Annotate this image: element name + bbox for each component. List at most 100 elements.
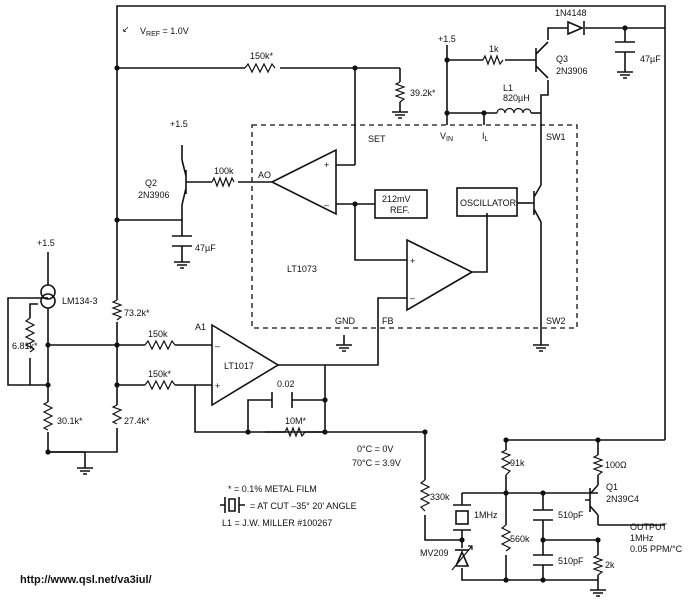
- label-minus-ao: –: [324, 200, 329, 210]
- note-miller: L1 = J.W. MILLER #100267: [222, 518, 332, 528]
- label-47uf-left: 47µF: [195, 243, 216, 253]
- note-metal-film: * = 0.1% METAL FILM: [228, 484, 317, 494]
- resistor-681k: [24, 317, 36, 353]
- transistor-q1: [585, 484, 599, 516]
- label-150k-top: 150k*: [250, 51, 274, 61]
- label-t0: 0°C = 0V: [357, 444, 393, 454]
- label-510pf-b: 510pF: [558, 556, 584, 566]
- label-l1-val: 820µH: [503, 93, 530, 103]
- cap-510pf-b: [533, 554, 553, 566]
- resistor-1k: [482, 54, 504, 66]
- lt1073-box: [251, 124, 578, 329]
- label-a1: A1: [195, 322, 206, 332]
- vref-arrow: ↙: [122, 24, 130, 34]
- label-q3-part: 2N3906: [556, 66, 588, 76]
- label-150k-b: 150k*: [148, 369, 172, 379]
- label-oscillator: OSCILLATOR: [460, 198, 517, 208]
- label-lt1017: LT1017: [224, 361, 254, 371]
- label-plus15-q2: +1.5: [170, 119, 188, 129]
- label-10m: 10M*: [285, 416, 307, 426]
- label-gnd: GND: [335, 316, 356, 326]
- resistor-560k: [500, 524, 512, 552]
- crystal-legend-symbol: [220, 497, 245, 513]
- label-l1: L1: [503, 83, 513, 93]
- label-minus-a1: –: [215, 341, 220, 351]
- junction-dots: [45, 25, 628, 583]
- label-q1: Q1: [606, 482, 618, 492]
- cap-510pf-a: [533, 509, 553, 521]
- label-301k: 30.1k*: [57, 416, 83, 426]
- label-out-freq: 1MHz: [630, 533, 654, 543]
- note-at-cut: = AT CUT –35° 20' ANGLE: [250, 501, 357, 511]
- crystal-1mhz: [453, 504, 471, 531]
- resistor-330k: [419, 479, 431, 512]
- label-732k: 73.2k*: [124, 308, 150, 318]
- label-510pf-a: 510pF: [558, 510, 584, 520]
- label-q2: Q2: [145, 178, 157, 188]
- label-1mhz-xtal: 1MHz: [474, 510, 498, 520]
- label-lt1073: LT1073: [287, 264, 317, 274]
- ref-box: [374, 189, 428, 219]
- diode-1n4148: [567, 20, 585, 36]
- resistor-39k: [394, 81, 406, 103]
- label-91k: 91k: [510, 458, 525, 468]
- cap-47uf-left: [172, 235, 192, 247]
- label-fb: FB: [382, 316, 394, 326]
- label-t70: 70°C = 3.9V: [352, 458, 401, 468]
- label-002: 0.02: [277, 379, 295, 389]
- label-il: IL: [482, 131, 489, 143]
- transistor-q3: [530, 41, 549, 79]
- label-681k: 6.81k*: [12, 341, 38, 351]
- label-out-ppm: 0.05 PPM/°C: [630, 544, 683, 554]
- cap-002: [271, 392, 293, 408]
- vref-label: VREF = 1.0V: [140, 26, 189, 38]
- label-plus-cmp: +: [410, 256, 415, 266]
- labels: VREF = 1.0V ↙ 150k* 39.2k* +1.5 1k Q3 2N…: [12, 8, 683, 586]
- label-set: SET: [368, 134, 386, 144]
- resistor-100k: [211, 176, 235, 188]
- label-q2-part: 2N3906: [138, 190, 170, 200]
- varactor-mv209: [451, 545, 473, 571]
- label-ref2: REF.: [390, 205, 410, 215]
- label-plus-a1: +: [215, 381, 220, 391]
- resistor-301k: [42, 401, 54, 431]
- resistor-150k-a: [144, 339, 176, 351]
- label-mv209: MV209: [420, 548, 449, 558]
- label-47uf-top: 47µF: [640, 54, 661, 64]
- label-q3: Q3: [556, 54, 568, 64]
- opamp-ao: [270, 148, 337, 216]
- label-plus-ao: +: [324, 160, 329, 170]
- inductor-l1: [496, 107, 532, 114]
- label-2k: 2k: [605, 560, 615, 570]
- oscillator-box: [456, 187, 518, 217]
- resistor-274k: [111, 404, 123, 425]
- label-150k-a: 150k: [148, 329, 168, 339]
- cap-47uf-top: [615, 41, 635, 53]
- label-sw1: SW1: [546, 132, 566, 142]
- transistor-q2: [181, 159, 192, 206]
- resistor-150k-b: [144, 379, 176, 391]
- opamp-comparator: [406, 238, 474, 312]
- resistor-732k: [111, 299, 123, 321]
- label-560k: 560k: [510, 534, 530, 544]
- resistor-100ohm: [592, 454, 604, 476]
- resistors: [24, 54, 604, 576]
- resistor-91k: [500, 449, 512, 476]
- label-plus15-top: +1.5: [438, 34, 456, 44]
- current-source-lm134: [40, 284, 56, 309]
- resistor-2k: [592, 554, 604, 576]
- label-330k: 330k: [430, 492, 450, 502]
- opamp-lt1017: [211, 323, 280, 407]
- label-q1-part: 2N39C4: [606, 494, 639, 504]
- label-minus-cmp: –: [410, 293, 415, 303]
- label-vin: VIN: [440, 131, 453, 143]
- label-1n4148: 1N4148: [555, 8, 587, 18]
- label-lm134: LM134-3: [62, 296, 98, 306]
- label-plus15-lm: +1.5: [37, 238, 55, 248]
- capacitors: [172, 41, 635, 566]
- transistor-sw: [530, 184, 542, 223]
- label-274k: 27.4k*: [124, 416, 150, 426]
- resistor-10m: [284, 426, 306, 438]
- label-ao: AO: [258, 170, 271, 180]
